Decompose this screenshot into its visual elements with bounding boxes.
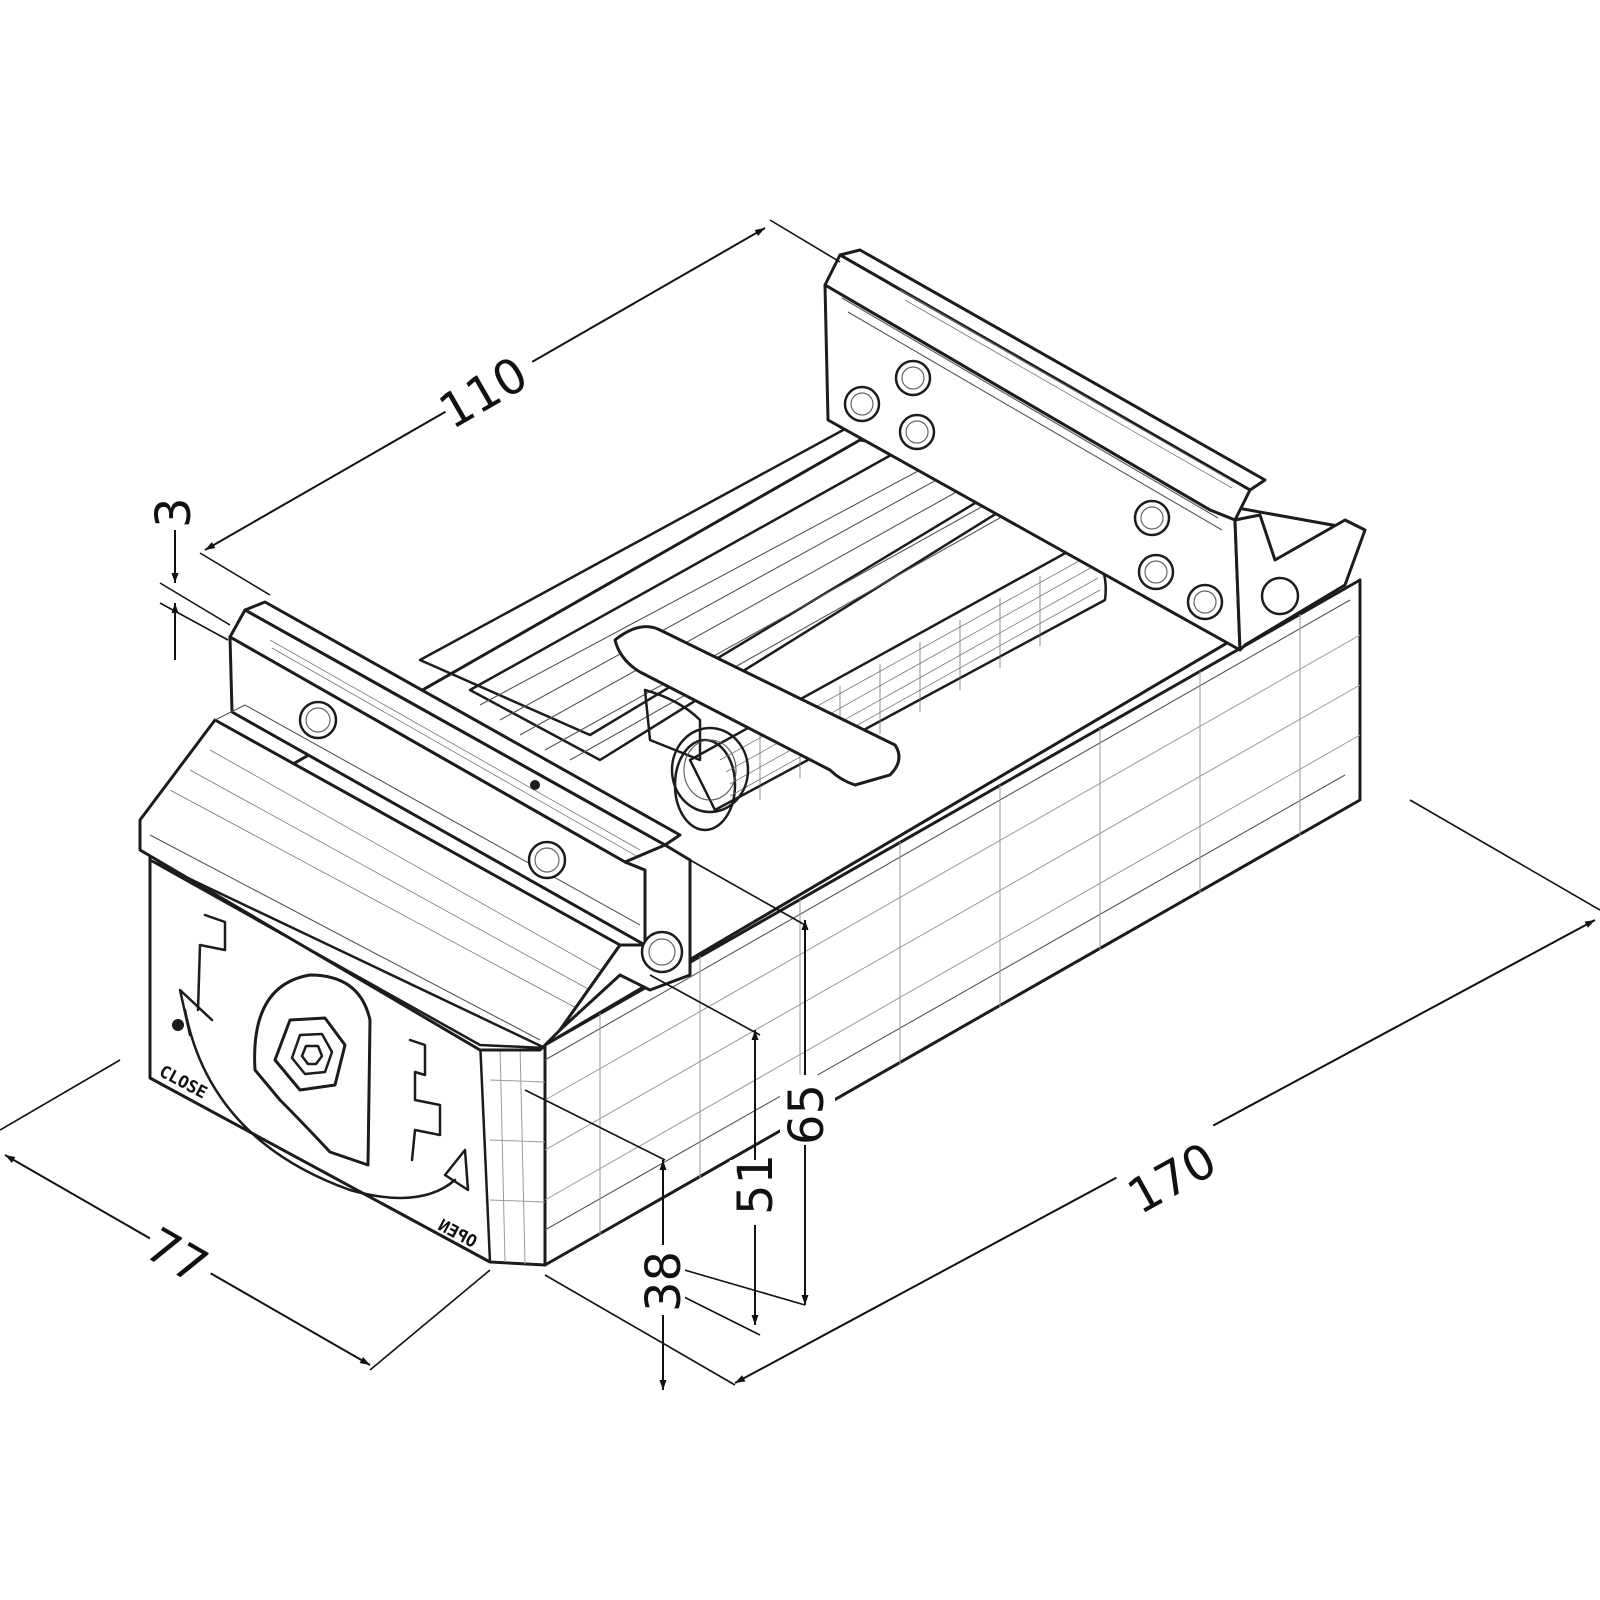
jaw-screw-dot bbox=[530, 780, 540, 790]
rear-jaw-bolt-hole bbox=[898, 413, 936, 451]
close-indicator-dot bbox=[172, 1019, 184, 1031]
hex-nut bbox=[273, 1016, 347, 1092]
dim-base-height: 38 bbox=[636, 1251, 692, 1312]
rear-jaw-bolt-hole bbox=[894, 359, 932, 397]
front-face-details: CLOSE OPEN bbox=[156, 913, 480, 1253]
front-chamfer-edge bbox=[478, 1038, 492, 1264]
dim-jaw-offset: 3 bbox=[146, 497, 202, 528]
dim-body-height: 51 bbox=[728, 1154, 784, 1215]
rear-jaw-bolt-hole bbox=[1133, 499, 1171, 537]
front-jaw bbox=[138, 600, 692, 1052]
front-jaw-bolt-hole bbox=[527, 840, 567, 880]
front-jaw-bolt-hole bbox=[298, 700, 338, 740]
rear-jaw bbox=[823, 248, 1367, 652]
rear-jaw-bolt-hole bbox=[1137, 553, 1175, 591]
dim-overall-height: 65 bbox=[779, 1084, 835, 1145]
rear-jaw-bolt-hole bbox=[1260, 576, 1300, 616]
front-jaw-bolt-hole bbox=[640, 930, 684, 974]
rear-jaw-bolt-hole bbox=[843, 385, 881, 423]
slider-bar bbox=[613, 625, 901, 814]
rear-jaw-bolt-hole bbox=[1186, 583, 1224, 621]
